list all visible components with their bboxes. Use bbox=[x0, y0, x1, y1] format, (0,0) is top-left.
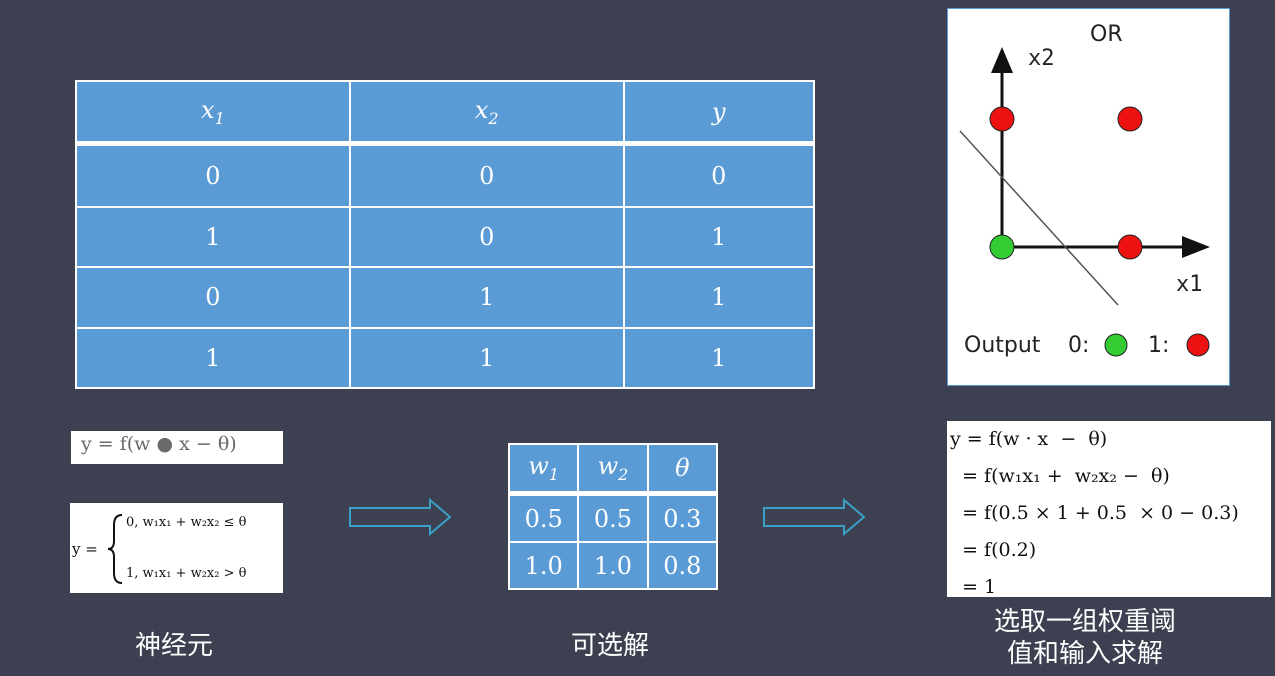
truth-header-x1: x1 bbox=[75, 80, 351, 146]
legend-0-label: 0: bbox=[1068, 333, 1089, 358]
table-cell: 1.0 bbox=[507, 541, 580, 590]
caption-compute-line: 值和输入求解 bbox=[1006, 639, 1163, 669]
calculation-box: y = f(w · x − θ) = f(w₁x₁ + w₂x₂ − θ) = … bbox=[947, 421, 1271, 598]
table-cell: 1 bbox=[348, 326, 625, 390]
table-row: 0 0 0 bbox=[75, 142, 816, 208]
plot-title: OR bbox=[1090, 22, 1123, 47]
piecewise-formula-box: y = 0, w₁x₁ + w₂x₂ ≤ θ 1, w₁x₁ + w₂x₂ > … bbox=[70, 503, 283, 593]
neuron-formula: y = f(w ● x − θ) bbox=[81, 433, 237, 455]
x-axis-arrow-icon bbox=[1182, 236, 1210, 258]
or-plot: OR x2 x1 Output 0: 1: bbox=[947, 8, 1230, 386]
weights-table: w1 w2 θ 0.5 0.5 0.3 1.0 1.0 0.8 bbox=[507, 443, 719, 590]
table-row: 0 1 1 bbox=[75, 266, 816, 329]
table-cell: 0.3 bbox=[646, 492, 719, 544]
legend-1-label: 1: bbox=[1148, 333, 1169, 358]
table-cell: 1 bbox=[348, 266, 625, 329]
table-cell: 0 bbox=[75, 266, 351, 329]
table-cell: 0 bbox=[348, 205, 625, 269]
table-row: 1 0 1 bbox=[75, 205, 816, 269]
table-cell: 0 bbox=[622, 142, 816, 208]
neuron-formula-box: y = f(w ● x − θ) bbox=[71, 431, 283, 464]
legend-1-marker bbox=[1186, 333, 1210, 357]
weights-header-theta: θ bbox=[646, 443, 719, 496]
data-point-1 bbox=[1117, 234, 1143, 260]
table-row: 0.5 0.5 0.3 bbox=[507, 492, 719, 544]
or-plot-svg: OR x2 x1 Output 0: 1: bbox=[959, 22, 1210, 358]
x-axis-label: x1 bbox=[1176, 272, 1203, 297]
table-cell: 0 bbox=[348, 142, 625, 208]
y-axis-label: x2 bbox=[1028, 46, 1055, 71]
caption-compute-line: 选取一组权重阈 bbox=[993, 607, 1176, 637]
piecewise-case-0: 0, w₁x₁ + w₂x₂ ≤ θ bbox=[126, 515, 247, 530]
caption-solutions: 可选解 bbox=[570, 631, 649, 661]
calc-line: = 1 bbox=[950, 576, 997, 598]
legend-0-marker bbox=[1104, 333, 1128, 357]
calc-line: = f(w₁x₁ + w₂x₂ − θ) bbox=[950, 465, 1170, 487]
calc-line: y = f(w · x − θ) bbox=[950, 428, 1108, 450]
weights-header-w2: w2 bbox=[577, 443, 649, 496]
calc-line: = f(0.5 × 1 + 0.5 × 0 − 0.3) bbox=[950, 502, 1239, 524]
table-cell: 0.5 bbox=[507, 492, 580, 544]
data-points bbox=[989, 106, 1143, 260]
piecewise-formula: y = 0, w₁x₁ + w₂x₂ ≤ θ 1, w₁x₁ + w₂x₂ > … bbox=[71, 514, 247, 584]
calculation-lines: y = f(w · x − θ) = f(w₁x₁ + w₂x₂ − θ) = … bbox=[950, 421, 1239, 606]
table-cell: 1 bbox=[75, 205, 351, 269]
table-cell: 1 bbox=[622, 326, 816, 390]
weights-header-w1: w1 bbox=[507, 443, 580, 496]
piecewise-lhs: y = bbox=[71, 540, 98, 558]
table-cell: 1 bbox=[622, 205, 816, 269]
table-row: 1.0 1.0 0.8 bbox=[507, 541, 719, 590]
table-cell: 1 bbox=[622, 266, 816, 329]
table-cell: 0.5 bbox=[577, 492, 649, 544]
table-row: 1 1 1 bbox=[75, 326, 816, 390]
piecewise-case-1: 1, w₁x₁ + w₂x₂ > θ bbox=[126, 566, 247, 581]
hollow-arrow-icon bbox=[349, 498, 452, 537]
truth-table: x1 x2 y 0 0 0 1 0 1 0 1 1 1 1 1 bbox=[75, 80, 816, 390]
data-point-2 bbox=[989, 106, 1015, 132]
truth-header-x2: x2 bbox=[348, 80, 625, 146]
y-axis-arrow-icon bbox=[991, 47, 1013, 73]
decision-boundary-line bbox=[959, 130, 1119, 306]
curly-brace-icon bbox=[107, 514, 123, 584]
legend-prefix: Output bbox=[964, 333, 1041, 358]
truth-header-y: y bbox=[622, 80, 816, 146]
hollow-arrow-icon bbox=[763, 498, 866, 537]
caption-compute: 选取一组权重阈 值和输入求解 bbox=[960, 606, 1210, 670]
data-point-3 bbox=[1117, 106, 1143, 132]
truth-table-header-row: x1 x2 y bbox=[75, 80, 816, 146]
caption-neuron: 神经元 bbox=[134, 631, 213, 661]
table-cell: 0.8 bbox=[646, 541, 719, 590]
table-cell: 0 bbox=[75, 142, 351, 208]
table-cell: 1.0 bbox=[577, 541, 649, 590]
data-point-0 bbox=[989, 234, 1015, 260]
weights-header-row: w1 w2 θ bbox=[507, 443, 719, 496]
calc-line: = f(0.2) bbox=[950, 539, 1037, 561]
table-cell: 1 bbox=[75, 326, 351, 390]
